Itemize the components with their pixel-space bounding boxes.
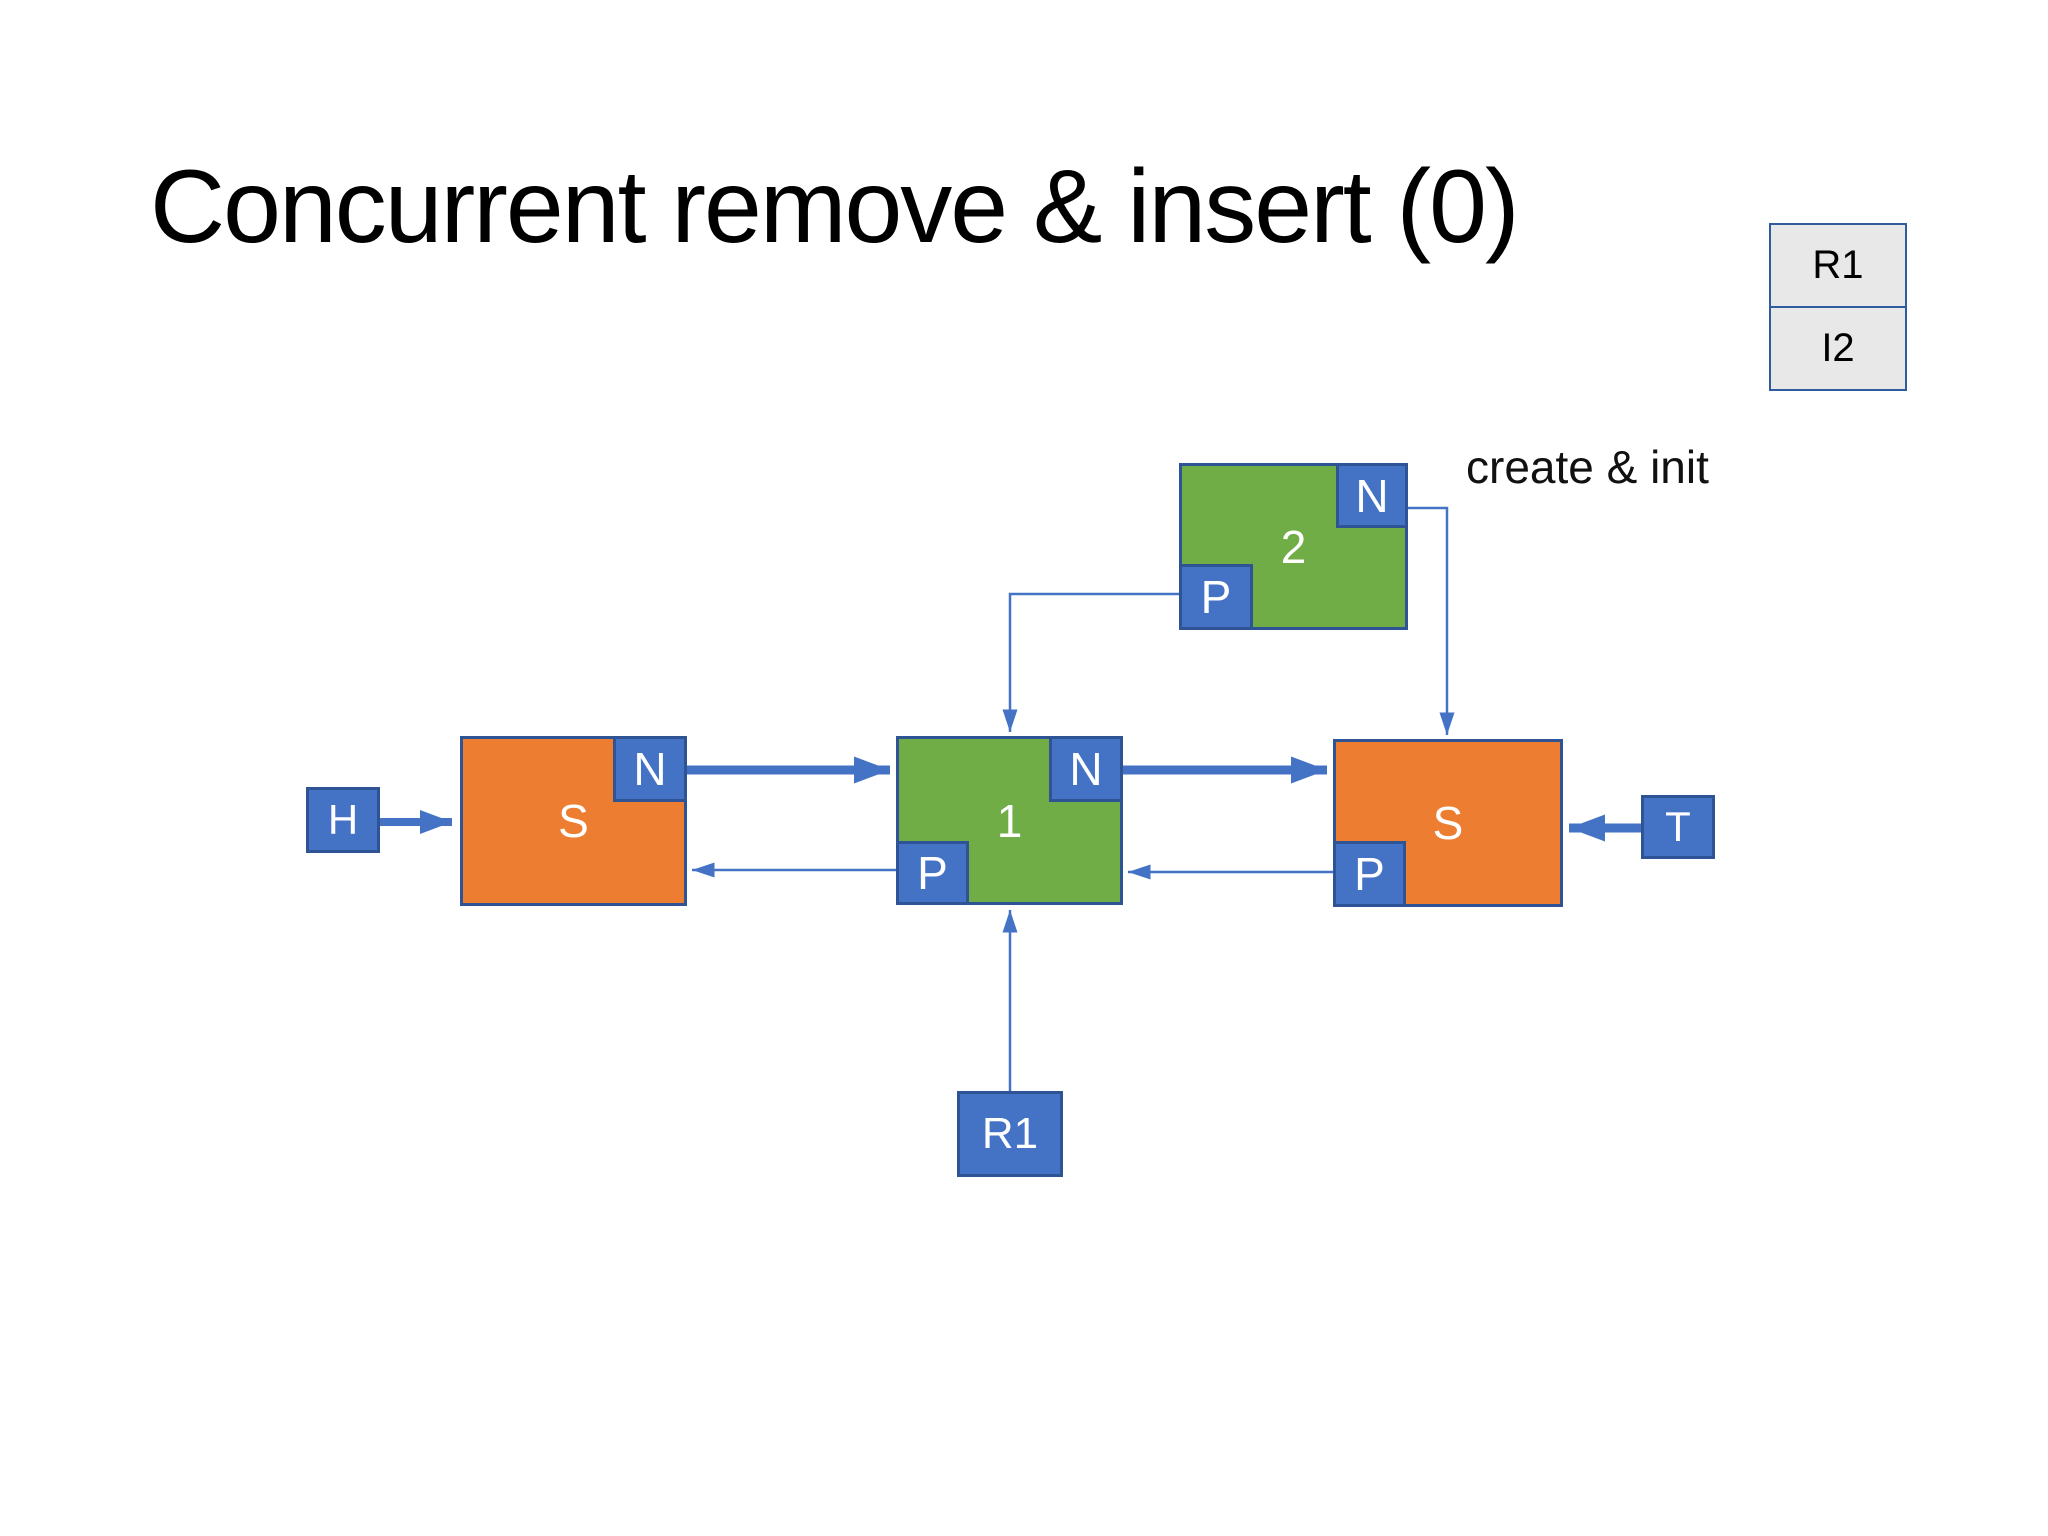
sentinel-right-value: S — [1432, 797, 1464, 849]
node-2-prev-pointer: P — [1179, 564, 1253, 630]
ops-legend: R1 I2 — [1769, 223, 1907, 391]
r1-pointer-box: R1 — [957, 1091, 1063, 1177]
legend-item-i2: I2 — [1769, 306, 1907, 391]
sentinel-left-value: S — [558, 795, 589, 847]
node-1-value: 1 — [996, 794, 1023, 847]
node-2-next-pointer: N — [1336, 463, 1408, 528]
tail-pointer-box: T — [1641, 795, 1715, 859]
node-1: 1 N P — [896, 736, 1123, 905]
page-title: Concurrent remove & insert (0) — [150, 149, 1520, 265]
arrow-node2-next-to-right-sentinel — [1408, 506, 1455, 735]
sentinel-right: S P — [1333, 739, 1563, 907]
create-init-label: create & init — [1466, 441, 1709, 493]
sentinel-left-next-pointer: N — [613, 736, 687, 802]
sentinel-right-prev-pointer: P — [1333, 841, 1406, 907]
legend-item-r1: R1 — [1769, 223, 1907, 308]
head-pointer-box: H — [306, 787, 380, 853]
node-2-value: 2 — [1280, 520, 1307, 573]
node-2: 2 N P — [1179, 463, 1408, 630]
node-1-prev-pointer: P — [896, 841, 969, 905]
node-1-next-pointer: N — [1049, 736, 1123, 802]
arrow-node2-prev-to-node1 — [1002, 592, 1179, 732]
sentinel-left: S N — [460, 736, 687, 906]
